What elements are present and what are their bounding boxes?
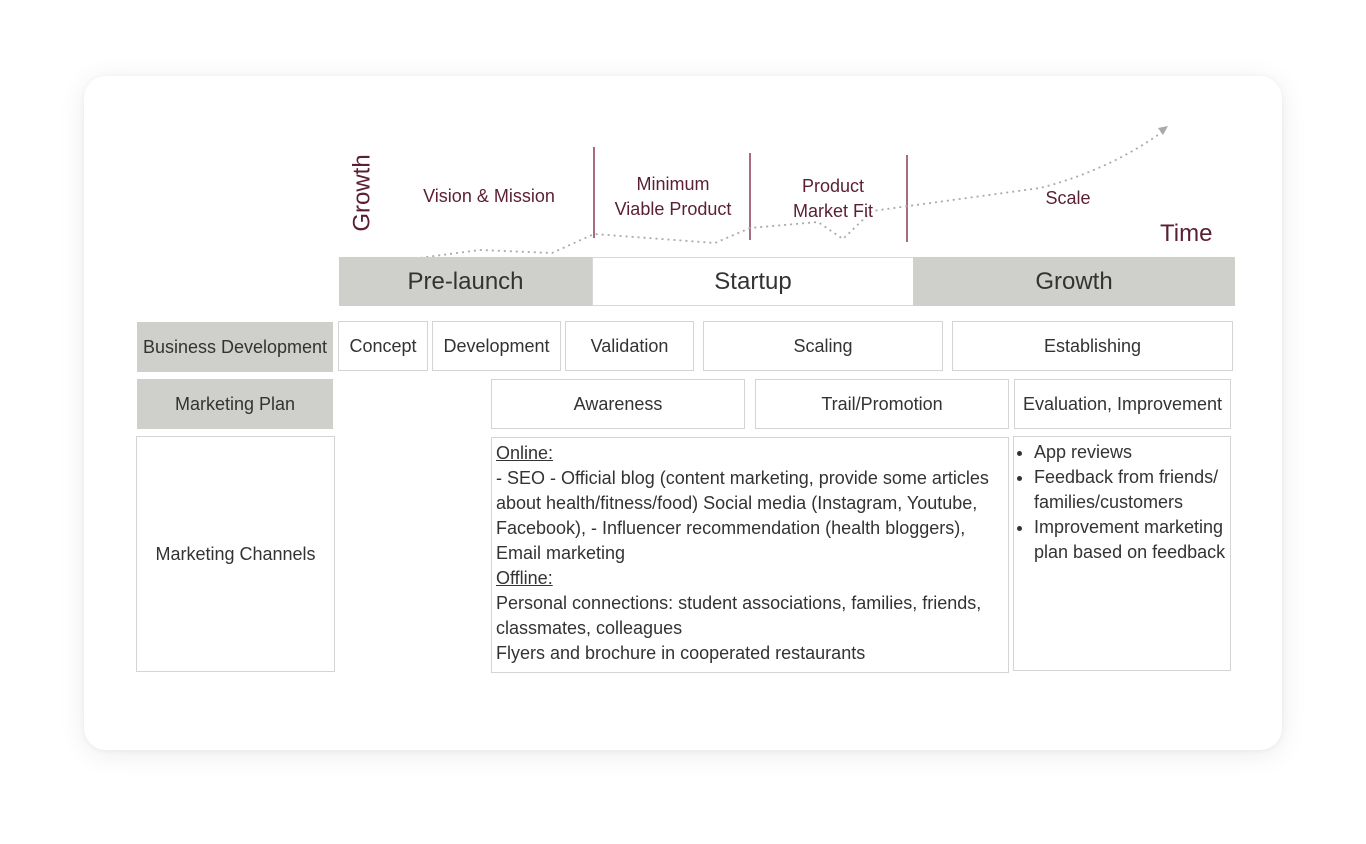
list-item: App reviews: [1034, 440, 1226, 465]
evaluation-list: App reviews Feedback from friends/ famil…: [1014, 440, 1226, 565]
cell-concept: Concept: [338, 321, 428, 371]
online-text: - SEO - Official blog (content marketing…: [496, 468, 989, 563]
cell-evaluation-improvement: Evaluation, Improvement: [1014, 379, 1231, 429]
row-label-marketing-channels: Marketing Channels: [136, 436, 335, 672]
online-heading: Online:: [496, 443, 554, 463]
list-item: Improvement marketing plan based on feed…: [1034, 515, 1226, 565]
phase-vision: Vision & Mission: [423, 186, 555, 206]
list-item: Feedback from friends/ families/customer…: [1034, 465, 1226, 515]
phase-pmf-line1: Product: [801, 176, 865, 196]
cell-validation: Validation: [565, 321, 694, 371]
row-label-marketing-plan: Marketing Plan: [137, 379, 333, 429]
offline-line-2: Flyers and brochure in cooperated restau…: [496, 643, 866, 663]
phase-pmf: Product Market Fit: [758, 174, 908, 224]
cell-trail-promotion: Trail/Promotion: [755, 379, 1009, 429]
channels-detail: Online: - SEO - Official blog (content m…: [491, 437, 1009, 673]
phase-mvp-line1: Minimum: [636, 174, 710, 194]
curve-arrowhead-icon: [1158, 126, 1168, 135]
x-axis-label: Time: [1160, 220, 1213, 247]
stage-prelaunch: Pre-launch: [339, 257, 592, 306]
cell-scaling: Scaling: [703, 321, 943, 371]
evaluation-detail: App reviews Feedback from friends/ famil…: [1013, 436, 1231, 671]
phase-scale: Scale: [1045, 188, 1091, 208]
y-axis-text: Growth: [349, 154, 377, 232]
y-axis-label: Growth: [338, 148, 388, 238]
cell-awareness: Awareness: [491, 379, 745, 429]
phase-mvp-line2: Viable Product: [614, 199, 732, 219]
stage-startup: Startup: [592, 257, 914, 306]
phase-mvp: Minimum Viable Product: [598, 172, 748, 222]
row-label-business-development: Business Development: [137, 322, 333, 372]
cell-establishing: Establishing: [952, 321, 1233, 371]
stage-growth: Growth: [913, 257, 1235, 306]
offline-line-1: Personal connections: student associatio…: [496, 593, 982, 638]
cell-development: Development: [432, 321, 561, 371]
offline-heading: Offline:: [496, 568, 553, 588]
phase-pmf-line2: Market Fit: [792, 201, 873, 221]
